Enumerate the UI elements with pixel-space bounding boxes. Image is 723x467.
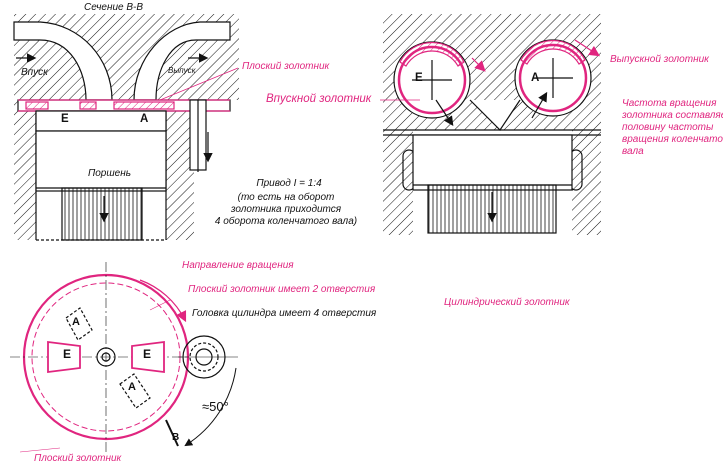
valve-e-label: Е	[415, 72, 423, 84]
section-mark: В	[172, 432, 180, 443]
piston-label: Поршень	[88, 168, 131, 179]
cylindrical-valve-drawing	[380, 14, 601, 235]
rotation-note-4: вращения коленчатого	[622, 134, 723, 145]
port-a-label: А	[140, 113, 149, 125]
plan-port-a-bottom: А	[128, 381, 136, 393]
exhaust-label: Выпуск	[168, 66, 196, 75]
port-e-label: Е	[61, 113, 69, 125]
drive-note-1: (то есть на оборот	[237, 192, 335, 203]
rotation-note-2: золотника составляет	[622, 110, 723, 121]
rotation-note-5: вала	[622, 146, 644, 157]
valve-a-label: А	[531, 72, 540, 84]
intake-label: Впуск	[21, 67, 48, 78]
flat-valve-top-label: Плоский золотник	[242, 61, 330, 72]
angle-label: ≈50°	[202, 399, 229, 414]
cylindrical-valve-label: Цилиндрический золотник	[444, 297, 570, 308]
flat-valve-holes-label: Плоский золотник имеет 2 отверстия	[188, 284, 376, 295]
rotation-note-3: половину частоты	[622, 122, 714, 133]
rotation-note-1: Частота вращения	[622, 98, 717, 109]
flat-valve-plan	[10, 262, 238, 453]
plan-port-a-top: А	[72, 316, 80, 328]
drive-ratio: Привод I = 1:4	[256, 178, 322, 189]
plan-port-e-left: Е	[63, 347, 72, 361]
rotation-direction-label: Направление вращения	[182, 260, 294, 271]
section-bb-drawing	[13, 14, 239, 241]
plan-port-e-right: Е	[143, 347, 152, 361]
section-title: Сечение В-В	[84, 2, 144, 13]
exhaust-valve-label: Выпускной золотник	[610, 54, 709, 65]
drive-note-3: 4 оборота коленчатого вала)	[214, 216, 358, 227]
flat-valve-bottom-label: Плоский золотник	[34, 453, 122, 464]
drive-note-2: золотника приходится	[230, 204, 342, 215]
intake-valve-label: Впускной золотник	[266, 93, 372, 105]
head-holes-label: Головка цилиндра имеет 4 отверстия	[192, 308, 377, 319]
